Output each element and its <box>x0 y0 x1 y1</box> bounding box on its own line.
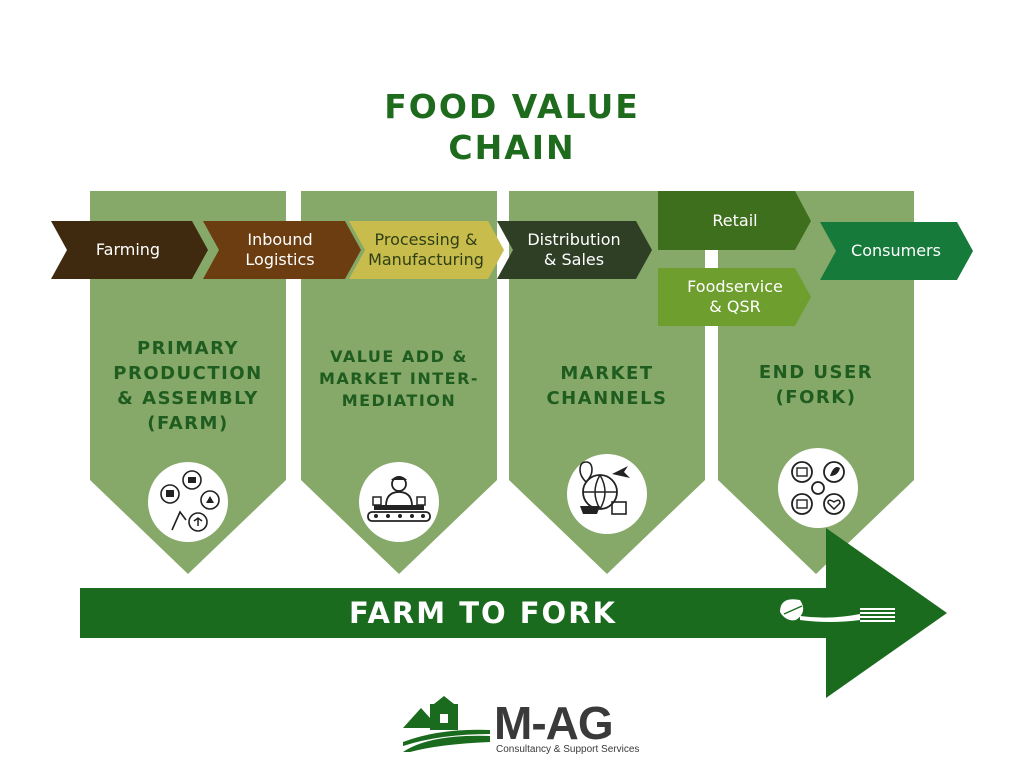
column-value-add <box>301 191 497 574</box>
column-title-fork: END USER (FORK) <box>758 362 874 408</box>
consumer-food-icon <box>778 448 858 528</box>
step-distribution: Distribution & Sales <box>527 230 621 269</box>
leaf-fork-icon <box>780 599 895 622</box>
farm-barn-logo-icon <box>403 696 490 752</box>
chevron-farming <box>51 221 208 279</box>
chevron-consumers <box>820 222 973 280</box>
column-farm <box>90 191 286 574</box>
farm-icon <box>148 462 228 542</box>
global-shipping-icon <box>567 454 647 534</box>
chevron-processing <box>349 221 504 279</box>
farm-to-fork-arrow <box>80 528 947 698</box>
title-line-1: FOOD VALUE <box>384 87 640 126</box>
column-title-farm: PRIMARY PRODUCTION & ASSEMBLY (FARM) <box>113 338 263 434</box>
title-line-2: CHAIN <box>448 128 576 167</box>
step-foodservice: Foodservice & QSR <box>687 277 783 316</box>
column-title-market: MARKET CHANNELS <box>546 363 668 409</box>
column-title-value-add: VALUE ADD & MARKET INTER- MEDIATION <box>318 347 480 410</box>
step-processing: Processing & Manufacturing <box>368 230 484 269</box>
conveyor-worker-icon <box>359 462 439 542</box>
logo-tagline: Consultancy & Support Services <box>496 744 640 755</box>
chevron-retail <box>658 191 811 250</box>
chevron-foodservice <box>658 268 811 326</box>
farm-to-fork-label: FARM TO FORK <box>348 596 617 630</box>
step-farming: Farming <box>95 240 161 259</box>
step-consumers: Consumers <box>851 241 941 260</box>
logo-name: M-AG <box>494 697 614 749</box>
step-retail: Retail <box>712 210 758 230</box>
diagram-title: FOOD VALUE CHAIN <box>0 86 1024 168</box>
step-inbound-logistics: Inbound Logistics <box>245 230 315 269</box>
chevron-inbound <box>203 221 361 279</box>
column-market <box>509 191 705 574</box>
chevron-distribution <box>497 221 652 279</box>
